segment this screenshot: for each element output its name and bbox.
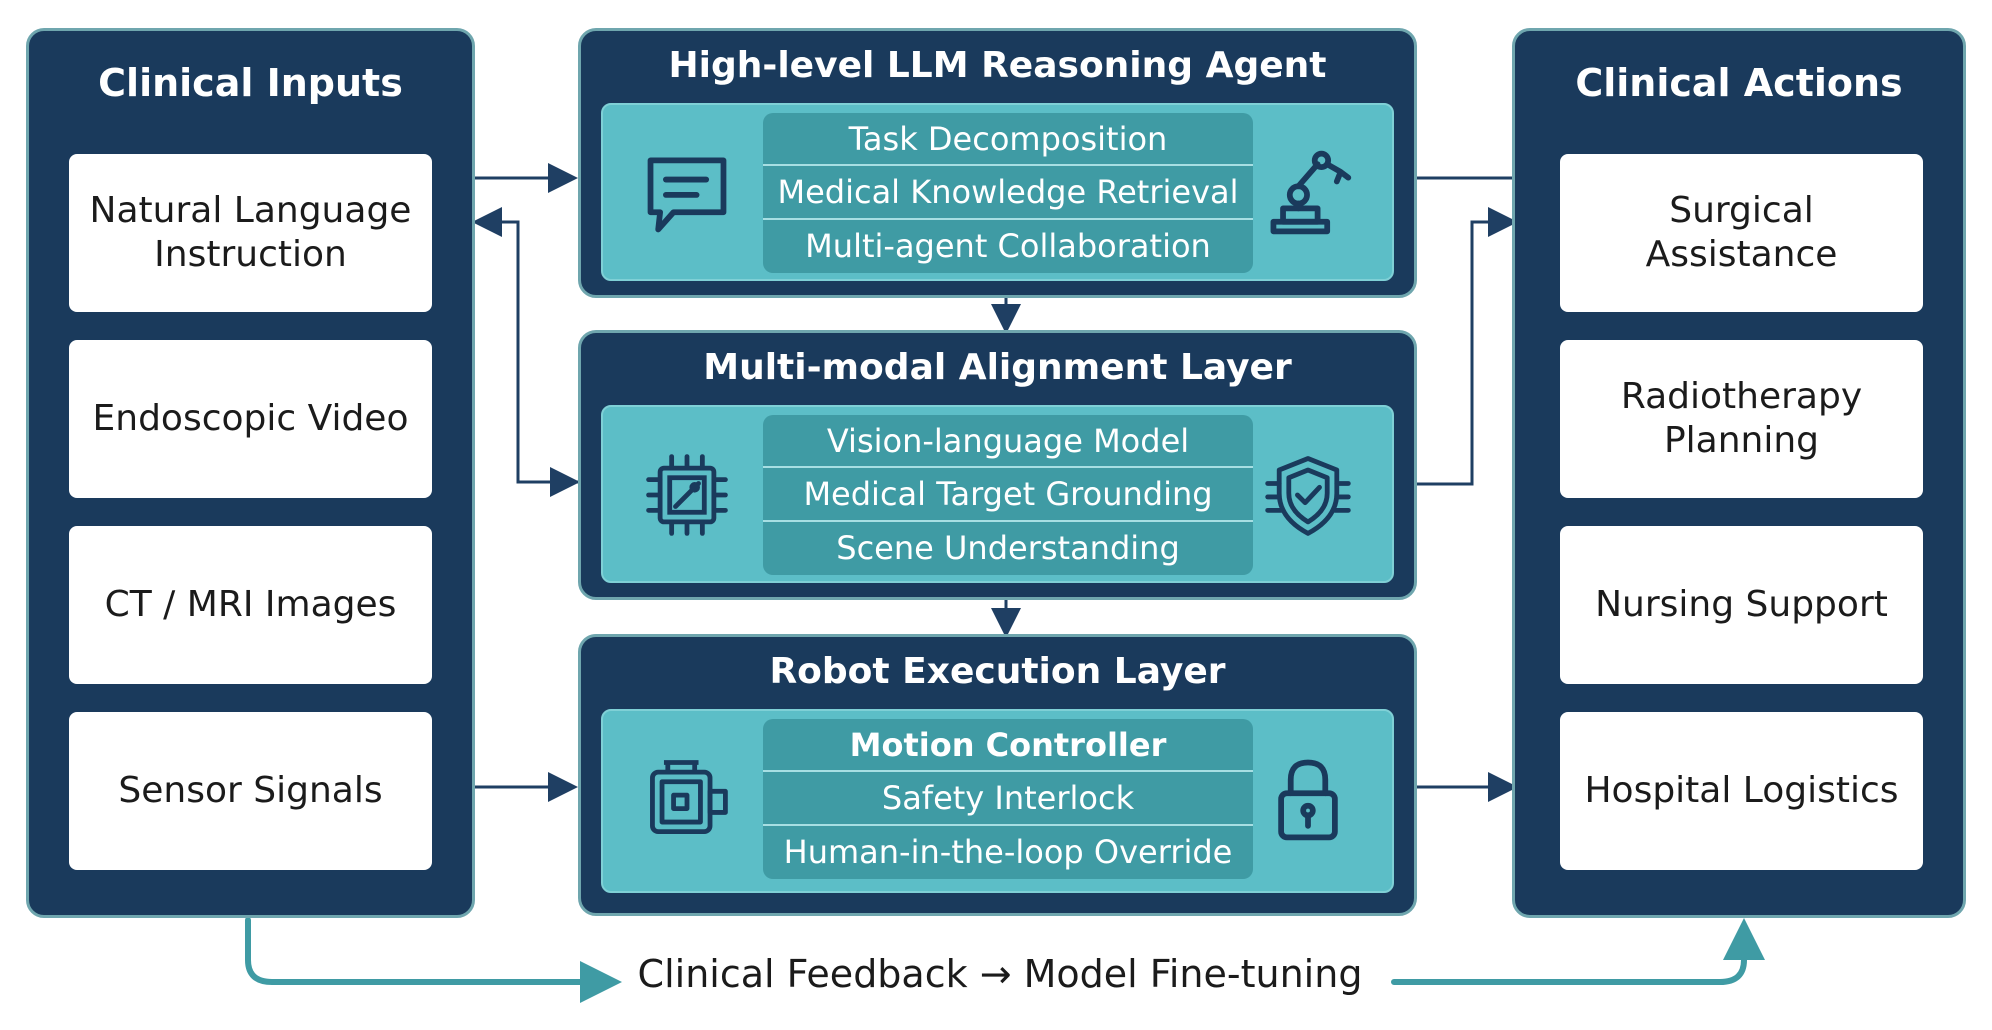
action-card-radiotherapy-planning: Radiotherapy Planning bbox=[1560, 340, 1923, 498]
row-safety-interlock: Safety Interlock bbox=[763, 772, 1253, 826]
padlock-icon bbox=[1278, 759, 1338, 841]
input-card-ct-mri: CT / MRI Images bbox=[69, 526, 432, 684]
clinical-inputs-title: Clinical Inputs bbox=[98, 61, 403, 105]
feedback-arrow-right bbox=[1391, 918, 1765, 985]
shield-check-icon bbox=[1265, 456, 1351, 536]
alignment-layer-list: Vision-language Model Medical Target Gro… bbox=[763, 415, 1253, 575]
vision-chip-icon bbox=[646, 454, 728, 536]
action-card-hospital-logistics: Hospital Logistics bbox=[1560, 712, 1923, 870]
row-scene-understanding: Scene Understanding bbox=[836, 529, 1180, 568]
row-motion-controller: Motion Controller bbox=[763, 719, 1253, 773]
feedback-arrow-left bbox=[245, 917, 622, 1003]
input-card-endoscopic-video: Endoscopic Video bbox=[69, 340, 432, 498]
arrow-alignment-to-inputs bbox=[472, 207, 578, 484]
row-multi-agent-collaboration: Multi-agent Collaboration bbox=[805, 227, 1211, 266]
arrow-alignment-to-actions bbox=[1417, 207, 1518, 486]
execution-layer-title: Robot Execution Layer bbox=[769, 651, 1226, 692]
input-card-natural-language: Natural Language Instruction bbox=[69, 154, 432, 312]
execution-layer-inner: Motion Controller Safety Interlock Human… bbox=[601, 709, 1394, 893]
chat-bubble-icon bbox=[647, 157, 727, 233]
row-medical-target-grounding: Medical Target Grounding bbox=[763, 468, 1253, 522]
clinical-actions-title: Clinical Actions bbox=[1575, 61, 1903, 105]
clinical-actions-panel: Clinical Actions Surgical Assistance Rad… bbox=[1512, 28, 1966, 918]
row-vision-language-model: Vision-language Model bbox=[763, 415, 1253, 469]
row-medical-knowledge-retrieval: Medical Knowledge Retrieval bbox=[763, 166, 1253, 220]
row-task-decomposition: Task Decomposition bbox=[763, 113, 1253, 167]
input-card-sensor-signals: Sensor Signals bbox=[69, 712, 432, 870]
alignment-layer-panel: Multi-modal Alignment Layer Vision-langu… bbox=[578, 330, 1417, 600]
clinical-inputs-panel: Clinical Inputs Natural Language Instruc… bbox=[26, 28, 475, 918]
execution-layer-list: Motion Controller Safety Interlock Human… bbox=[763, 719, 1253, 879]
execution-layer-panel: Robot Execution Layer Motion Controller … bbox=[578, 634, 1417, 916]
feedback-label: Clinical Feedback → Model Fine-tuning bbox=[637, 952, 1363, 996]
motor-icon bbox=[650, 760, 728, 835]
alignment-layer-inner: Vision-language Model Medical Target Gro… bbox=[601, 405, 1394, 583]
reasoning-agent-title: High-level LLM Reasoning Agent bbox=[668, 45, 1327, 86]
robot-arm-icon bbox=[1270, 150, 1352, 235]
alignment-layer-title: Multi-modal Alignment Layer bbox=[703, 347, 1292, 388]
action-card-nursing-support: Nursing Support bbox=[1560, 526, 1923, 684]
reasoning-agent-panel: High-level LLM Reasoning Agent Task Deco… bbox=[578, 28, 1417, 298]
reasoning-agent-inner: Task Decomposition Medical Knowledge Ret… bbox=[601, 103, 1394, 281]
row-human-in-the-loop-override: Human-in-the-loop Override bbox=[783, 833, 1233, 872]
reasoning-agent-list: Task Decomposition Medical Knowledge Ret… bbox=[763, 113, 1253, 273]
action-card-surgical-assistance: Surgical Assistance bbox=[1560, 154, 1923, 312]
